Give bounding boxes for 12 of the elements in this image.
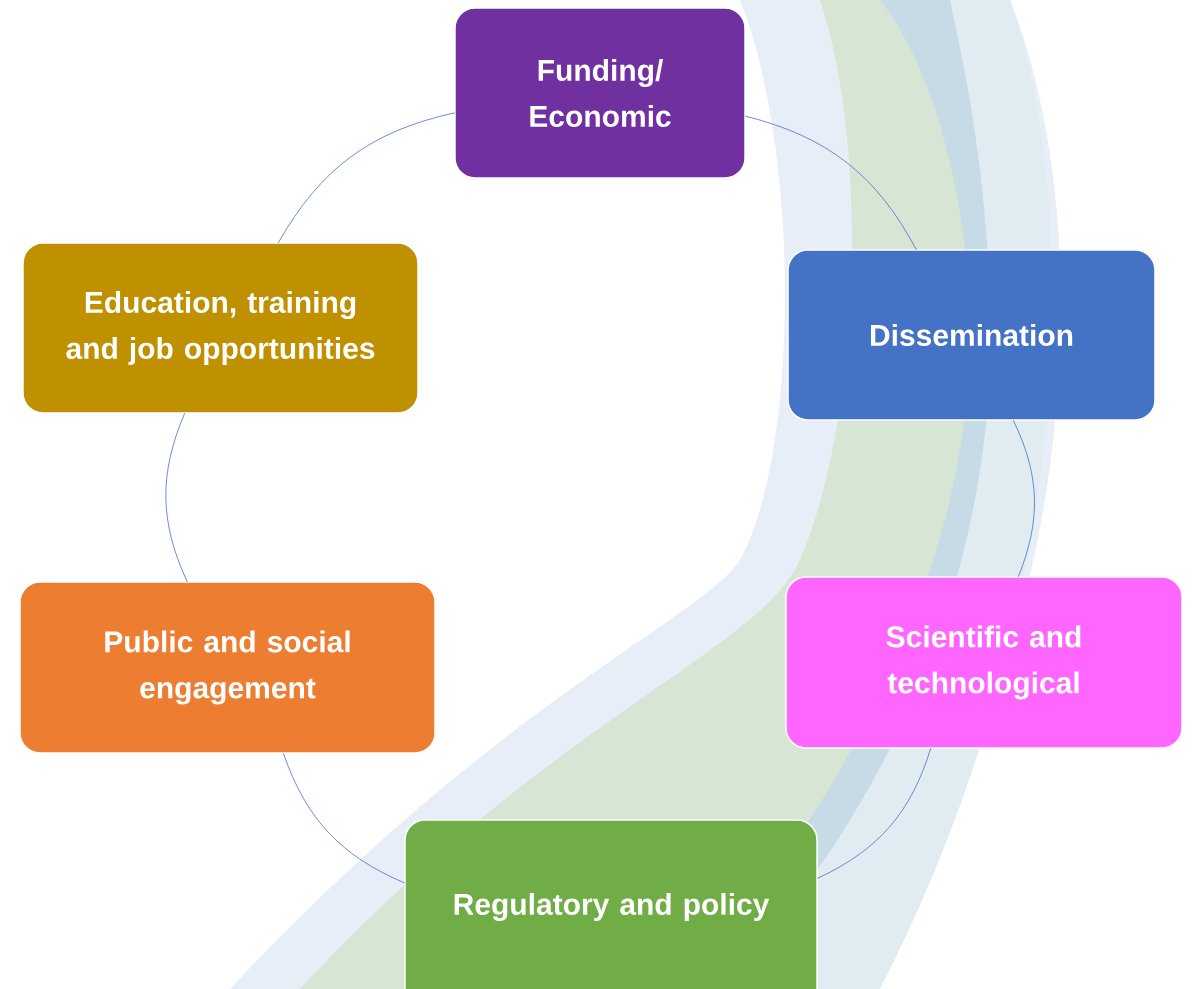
connector-arc bbox=[282, 752, 406, 884]
connector-arc bbox=[1012, 419, 1035, 578]
connector-arc bbox=[277, 112, 456, 244]
category-box: Funding/ Economic bbox=[454, 7, 746, 179]
category-box: Scientific and technological bbox=[785, 576, 1183, 749]
category-box: Education, training and job opportunities bbox=[22, 242, 419, 414]
connector-arc bbox=[165, 412, 188, 583]
connector-arc bbox=[816, 747, 932, 879]
category-box: Regulatory and policy bbox=[404, 819, 818, 989]
category-box: Public and social engagement bbox=[19, 581, 436, 754]
connector-arc bbox=[744, 115, 917, 251]
category-box: Dissemination bbox=[787, 249, 1156, 421]
